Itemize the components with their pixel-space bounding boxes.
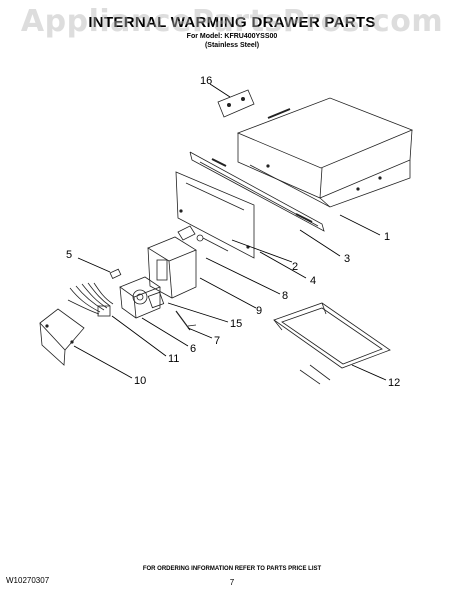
callout-12: 12 — [388, 377, 400, 389]
leader-lines — [73, 83, 387, 381]
variant-line: (Stainless Steel) — [204, 42, 260, 49]
callout-9: 9 — [256, 305, 262, 317]
part-4-side-panel — [175, 171, 255, 259]
part-7-probe — [175, 310, 197, 331]
part-10-cover-plate — [39, 308, 85, 366]
page-title: INTERNAL WARMING DRAWER PARTS — [88, 14, 376, 31]
part-5-connector — [109, 268, 122, 279]
callout-3: 3 — [344, 253, 350, 265]
part-3-slide-rail — [189, 151, 325, 232]
callout-6: 6 — [190, 343, 196, 355]
callout-8: 8 — [282, 290, 288, 302]
callout-2: 2 — [292, 261, 298, 273]
part-11-wire-harness — [67, 282, 114, 317]
document-number: W10270307 — [6, 576, 50, 585]
callout-11: 11 — [168, 353, 179, 365]
callout-7: 7 — [214, 335, 220, 347]
callout-15: 15 — [230, 318, 242, 330]
part-9-housing — [147, 236, 197, 299]
part-12-heating-element — [273, 302, 391, 385]
part-2-thermostat — [177, 225, 229, 252]
callout-1: 1 — [384, 231, 390, 243]
page-number: 7 — [229, 578, 235, 587]
model-line: For Model: KFRU400YSS00 — [186, 33, 278, 40]
part-1-drawer-liner — [236, 97, 414, 208]
ordering-note: FOR ORDERING INFORMATION REFER TO PARTS … — [142, 566, 322, 572]
callout-4: 4 — [310, 275, 316, 287]
callout-16: 16 — [200, 75, 212, 87]
callout-5: 5 — [66, 249, 72, 261]
part-16-bracket — [217, 89, 255, 118]
part-15-fan-assembly — [119, 276, 165, 319]
callout-10: 10 — [134, 375, 146, 387]
callout-labels: 16 1 3 4 2 8 9 5 15 7 6 11 10 12 — [66, 75, 400, 389]
